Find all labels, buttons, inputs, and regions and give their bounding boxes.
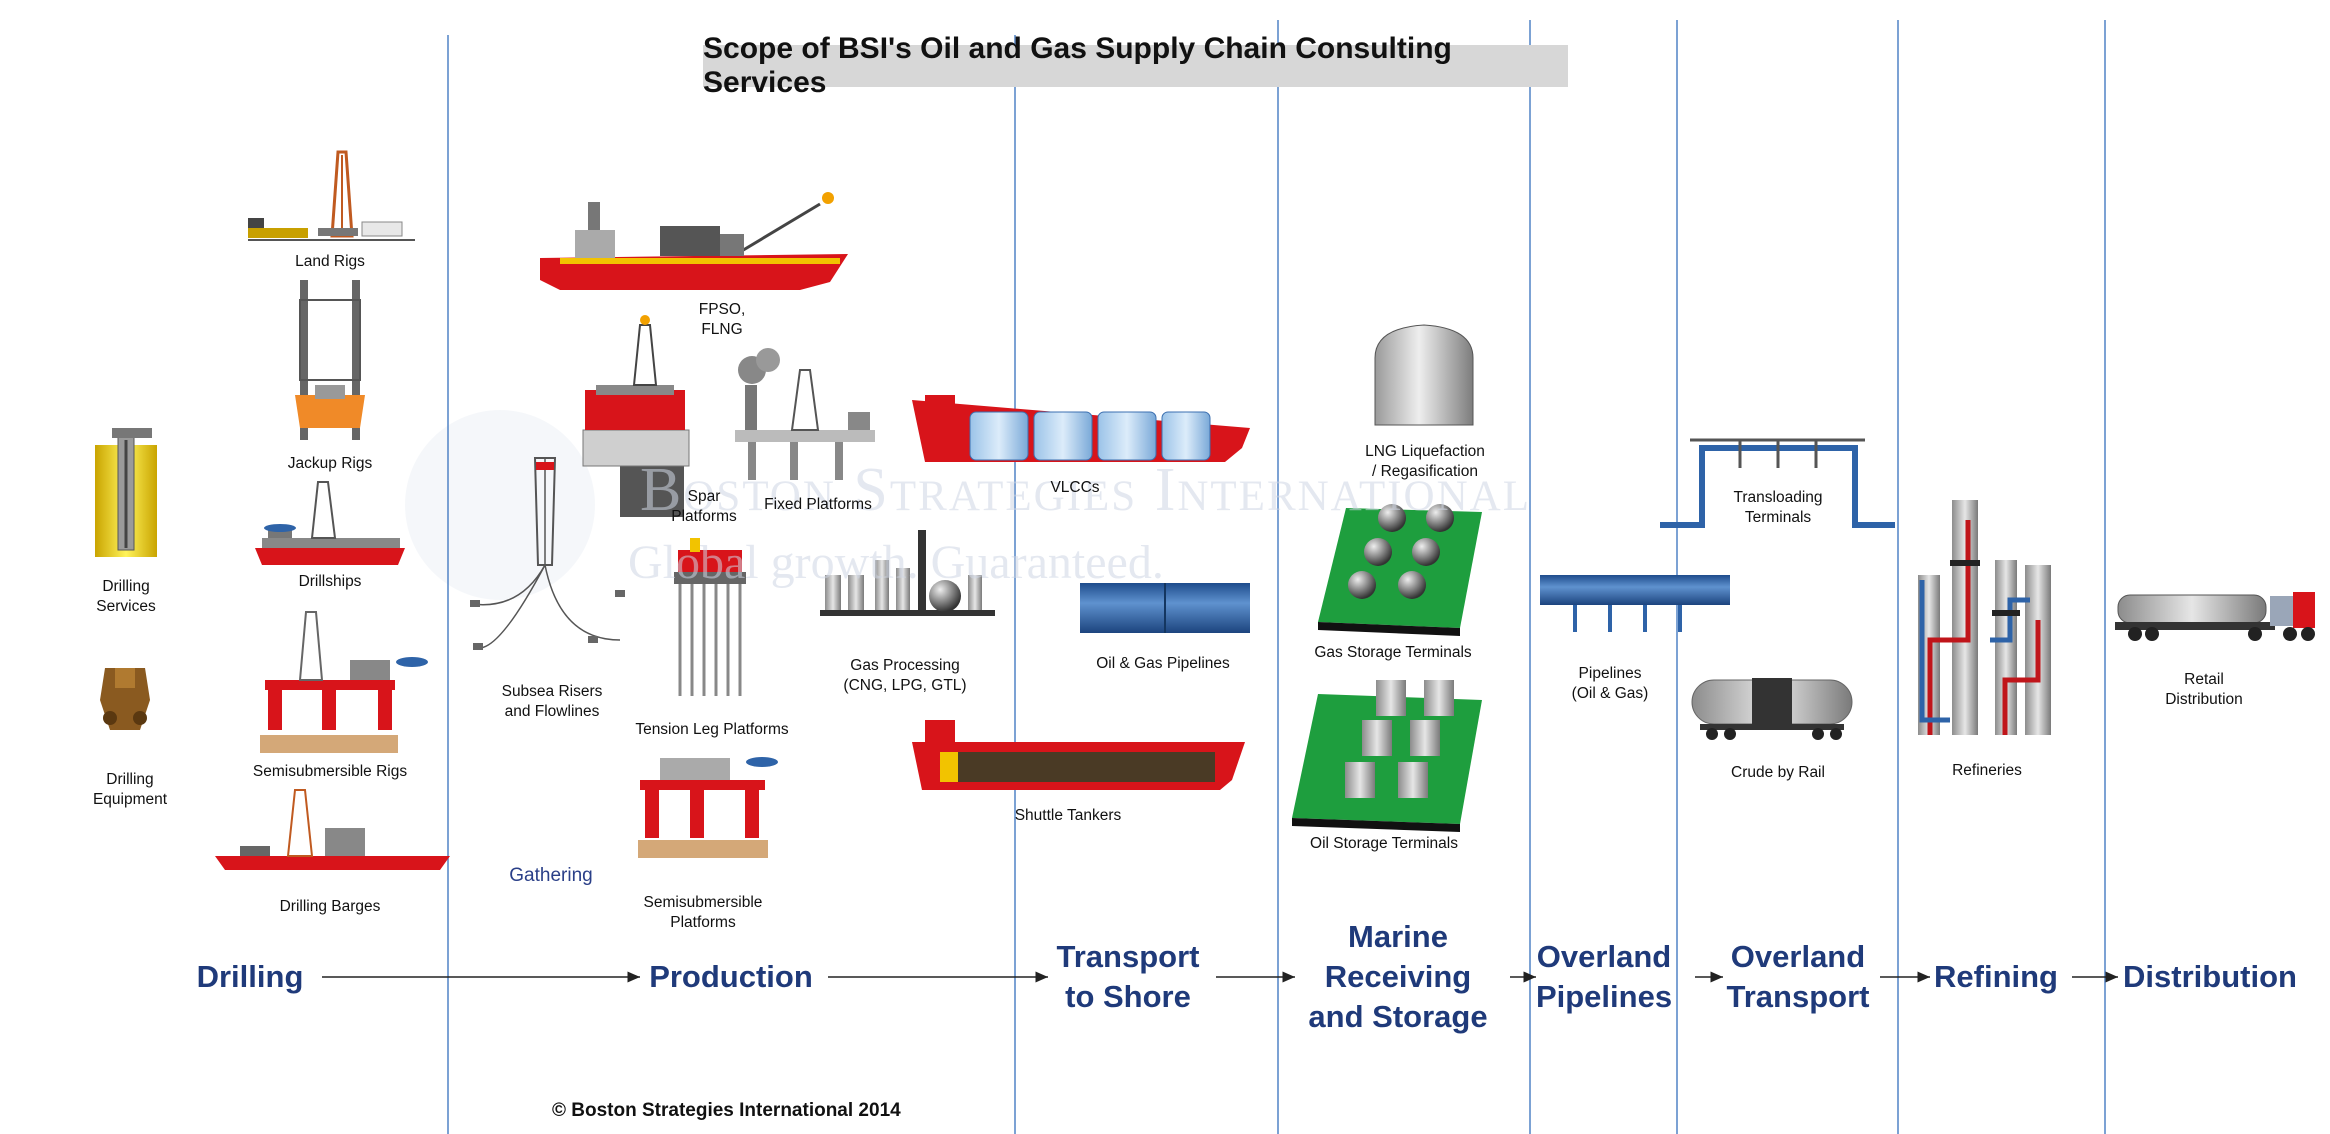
overland-pipeline-icon — [1540, 575, 1730, 632]
label-gas-storage: Gas Storage Terminals — [1314, 644, 1472, 661]
stage-marine-receiving: Marine Receiving and Storage — [1308, 919, 1488, 1034]
label-shuttle-tankers: Shuttle Tankers — [1014, 807, 1122, 824]
oil-storage-terminal-icon — [1292, 680, 1482, 832]
semisubmersible-rig-icon — [260, 611, 428, 753]
label-jackup-rigs: Jackup Rigs — [287, 455, 373, 472]
stage-drilling: Drilling — [196, 959, 304, 994]
jackup-rig-icon — [295, 280, 365, 440]
copyright-notice: © Boston Strategies International 2014 — [552, 1100, 901, 1121]
label-semisub-platforms: Semisubmersible Platforms — [643, 894, 763, 931]
label-gas-processing: Gas Processing (CNG, LPG, GTL) — [843, 657, 967, 694]
stage-production: Production — [649, 959, 813, 994]
label-crude-by-rail: Crude by Rail — [1731, 764, 1825, 781]
label-vlccs: VLCCs — [1050, 479, 1100, 496]
label-retail-distribution: Retail Distribution — [2165, 671, 2243, 708]
stage-transport-to-shore: Transport to Shore — [1056, 939, 1200, 1014]
watermark-company: Boston Strategies International — [640, 456, 1531, 524]
label-tension-leg: Tension Leg Platforms — [635, 721, 789, 738]
stage-overland-transport: Overland Transport — [1726, 939, 1870, 1014]
tension-leg-platform-icon — [674, 538, 746, 696]
subsea-risers-icon — [470, 457, 625, 650]
fixed-platform-icon — [735, 348, 875, 480]
gas-processing-icon — [820, 530, 995, 616]
label-land-rigs: Land Rigs — [295, 253, 365, 270]
spar-platform-icon — [582, 315, 690, 517]
lng-tank-icon — [1374, 324, 1474, 426]
refinery-icon — [1918, 500, 2051, 735]
label-drilling-services: Drilling Services — [96, 578, 156, 615]
label-fpso: FPSO, FLNG — [698, 301, 746, 338]
gas-storage-terminal-icon — [1318, 504, 1482, 636]
diagram-title: Scope of BSI's Oil and Gas Supply Chain … — [703, 32, 1452, 99]
label-spar-platforms: Spar Platforms — [671, 488, 737, 525]
tanker-truck-icon — [2115, 592, 2315, 641]
label-fixed-platforms: Fixed Platforms — [764, 496, 872, 513]
rail-tank-car-icon — [1691, 678, 1853, 740]
shuttle-tanker-icon — [912, 720, 1245, 790]
drilling-barge-icon — [215, 789, 450, 870]
label-pipelines: Pipelines (Oil & Gas) — [1571, 665, 1649, 702]
transloading-terminal-icon — [1660, 438, 1895, 528]
drilling-services-icon — [95, 428, 157, 557]
oil-gas-pipeline-icon — [1080, 583, 1250, 633]
watermark-tagline: Global growth. Guaranteed. — [628, 536, 1164, 589]
label-oil-gas-pipelines: Oil & Gas Pipelines — [1096, 655, 1230, 672]
watermark-globe — [405, 410, 595, 600]
label-drillships: Drillships — [298, 573, 362, 590]
stage-distribution: Distribution — [2123, 959, 2297, 994]
drillship-icon — [255, 481, 405, 565]
drilling-equipment-icon — [100, 668, 150, 730]
fpso-icon — [540, 192, 848, 290]
label-drilling-barges: Drilling Barges — [279, 898, 381, 915]
diagram-title-banner: Scope of BSI's Oil and Gas Supply Chain … — [703, 32, 1568, 99]
label-subsea-risers: Subsea Risers and Flowlines — [501, 683, 603, 720]
label-oil-storage: Oil Storage Terminals — [1310, 835, 1458, 852]
label-semisubmersible-rigs: Semisubmersible Rigs — [252, 763, 408, 780]
label-transloading: Transloading Terminals — [1733, 489, 1823, 526]
label-gathering: Gathering — [509, 865, 593, 886]
semisub-platform-icon — [638, 757, 778, 858]
stage-overland-pipelines: Overland Pipelines — [1535, 939, 1673, 1014]
vlcc-icon — [912, 395, 1250, 462]
label-refineries: Refineries — [1952, 762, 2022, 779]
land-rig-icon — [248, 150, 415, 241]
stage-refining: Refining — [1934, 959, 2058, 994]
label-drilling-equipment: Drilling Equipment — [92, 771, 168, 808]
label-lng: LNG Liquefaction / Regasification — [1365, 443, 1485, 480]
